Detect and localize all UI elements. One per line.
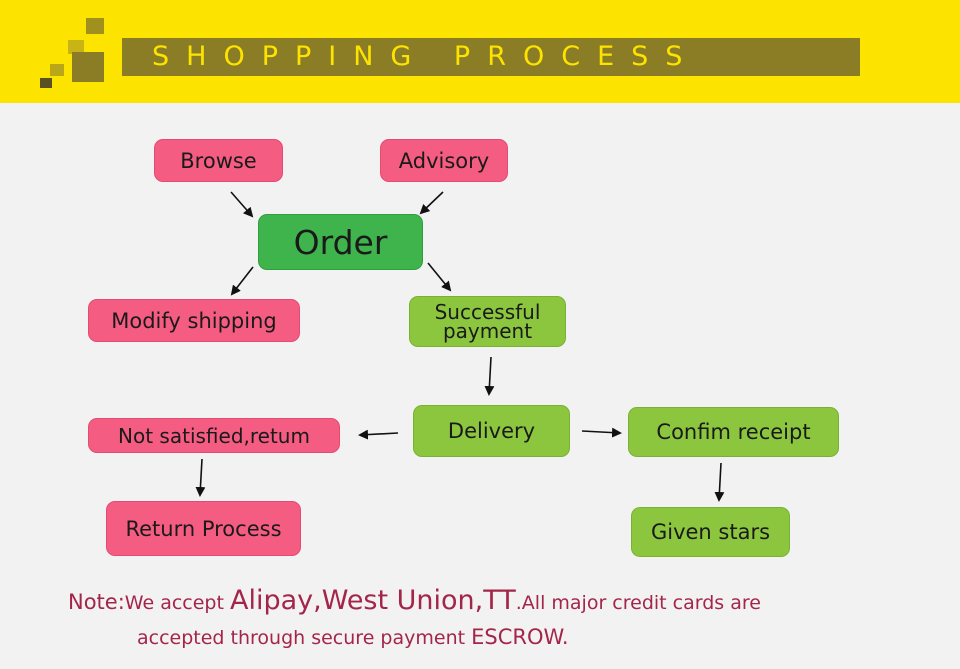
node-successful-payment: Successful payment <box>409 296 566 347</box>
logo-square-small <box>50 64 64 76</box>
note-text-2: .All major credit cards are <box>515 592 761 614</box>
arrow-order-modify <box>230 266 254 296</box>
node-not-satisfied: Not satisfied,retum <box>88 418 340 453</box>
page-title: SHOPPING PROCESS <box>152 41 700 72</box>
arrow-notsatisfied-return <box>195 458 206 497</box>
node-delivery: Delivery <box>413 405 570 457</box>
logo-square-dark <box>40 78 52 88</box>
node-advisory: Advisory <box>380 139 508 182</box>
logo-square-mid <box>68 40 84 54</box>
header-banner: SHOPPING PROCESS <box>0 0 960 103</box>
node-return-process: Return Process <box>106 501 301 556</box>
note-line-1: Note:We accept Alipay,West Union,TT.All … <box>68 583 761 619</box>
logo-square-large <box>72 52 104 82</box>
payment-line-1: Successful <box>434 299 541 324</box>
arrow-browse-order <box>230 191 254 218</box>
note-payment-methods: Alipay,West Union,TT <box>229 585 516 616</box>
node-given-stars: Given stars <box>631 507 790 557</box>
arrow-delivery-confirm <box>581 427 622 438</box>
logo-square-top <box>86 18 104 34</box>
payment-line-2: payment <box>442 318 533 343</box>
note-line-2: accepted through secure payment ESCROW. <box>137 622 569 652</box>
arrow-confirm-stars <box>714 462 725 502</box>
note-label: Note: <box>68 590 125 614</box>
arrow-advisory-order <box>419 191 444 215</box>
arrow-delivery-notsatisfied <box>358 429 399 440</box>
note-line-2-text: accepted through secure payment <box>137 627 472 649</box>
note-escrow: ESCROW. <box>471 625 569 649</box>
note-text-1: We accept <box>124 592 230 614</box>
node-modify-shipping: Modify shipping <box>88 299 300 342</box>
node-confirm-receipt: Confim receipt <box>628 407 839 457</box>
arrow-order-payment <box>427 262 452 292</box>
arrow-payment-delivery <box>484 356 495 396</box>
node-order: Order <box>258 214 423 270</box>
node-browse: Browse <box>154 139 283 182</box>
title-bar <box>122 38 860 76</box>
